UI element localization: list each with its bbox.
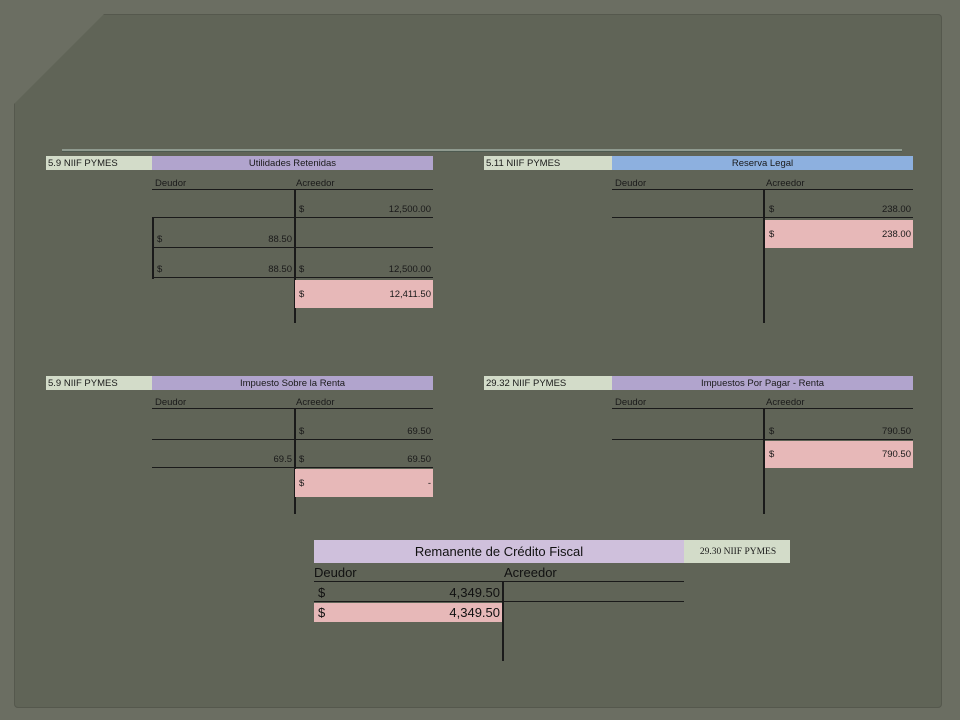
credit-total: $ 12,500.00 xyxy=(295,262,433,277)
credit-entry: $ 12,500.00 xyxy=(295,202,433,217)
amount: 12,500.00 xyxy=(388,264,431,275)
debit-entry: $ 4,349.50 xyxy=(314,584,502,601)
debit-header: Deudor xyxy=(314,565,357,580)
account-code: 5.11 NIIF PYMES xyxy=(484,156,612,170)
account-balance: $ - xyxy=(295,469,433,497)
slide-corner xyxy=(14,14,104,104)
amount: 238.00 xyxy=(881,228,911,240)
credit-total: $ 69.50 xyxy=(295,452,433,467)
currency-symbol: $ xyxy=(299,426,305,437)
t-account-divider xyxy=(502,581,504,661)
amount: 4,349.50 xyxy=(449,585,500,600)
currency-symbol: $ xyxy=(299,204,305,215)
account-balance: $ 790.50 xyxy=(765,441,913,468)
debit-total: $ 88.50 xyxy=(153,262,294,277)
amount: 88.50 xyxy=(268,234,292,245)
amount: 88.50 xyxy=(268,264,292,275)
currency-symbol: $ xyxy=(299,264,305,275)
account-balance: $ 4,349.50 xyxy=(314,603,502,622)
currency-symbol: $ xyxy=(318,585,326,600)
account-balance: $ 12,411.50 xyxy=(295,280,433,308)
amount: 69.50 xyxy=(407,426,431,437)
amount: 238.00 xyxy=(881,204,911,215)
credit-header: Acreedor xyxy=(504,565,557,580)
credit-entry: $ 790.50 xyxy=(765,424,913,439)
currency-symbol: $ xyxy=(769,449,775,460)
t-account-divider xyxy=(763,408,765,514)
account-code: 5.9 NIIF PYMES xyxy=(46,376,152,390)
title-divider xyxy=(62,149,902,152)
debit-header: Deudor xyxy=(615,396,647,408)
currency-symbol: $ xyxy=(299,454,305,465)
amount: 12,411.50 xyxy=(389,288,431,300)
currency-symbol: $ xyxy=(157,234,163,245)
account-balance: $ 238.00 xyxy=(765,220,913,248)
debit-header: Deudor xyxy=(155,177,187,189)
credit-header: Acreedor xyxy=(766,396,805,408)
currency-symbol: $ xyxy=(299,288,305,300)
amount: - xyxy=(427,477,431,489)
account-title: Impuesto Sobre la Renta xyxy=(152,376,433,390)
amount: 790.50 xyxy=(881,426,911,437)
amount: 12,500.00 xyxy=(388,204,431,215)
t-account-divider xyxy=(294,408,296,514)
currency-symbol: $ xyxy=(318,605,326,620)
currency-symbol: $ xyxy=(157,264,163,275)
amount: 4,349.50 xyxy=(449,605,500,620)
credit-entry: $ 238.00 xyxy=(765,202,913,217)
credit-header: Acreedor xyxy=(766,177,805,189)
amount: 790.50 xyxy=(881,449,911,460)
debit-entry: 69.5 xyxy=(273,454,293,465)
account-title: Reserva Legal xyxy=(612,156,913,170)
credit-entry: $ 69.50 xyxy=(295,424,433,439)
debit-header: Deudor xyxy=(155,396,187,408)
t-account-divider xyxy=(294,189,296,323)
account-title: Utilidades Retenidas xyxy=(152,156,433,170)
credit-header: Acreedor xyxy=(296,396,335,408)
account-code: 5.9 NIIF PYMES xyxy=(46,156,152,170)
currency-symbol: $ xyxy=(769,228,775,240)
currency-symbol: $ xyxy=(769,204,775,215)
currency-symbol: $ xyxy=(299,477,305,489)
t-account-divider xyxy=(763,189,765,323)
account-title: Impuestos Por Pagar - Renta xyxy=(612,376,913,390)
debit-entry: $ 88.50 xyxy=(153,232,294,247)
currency-symbol: $ xyxy=(769,426,775,437)
account-code: 29.30 NIIF PYMES xyxy=(684,540,790,563)
slide-frame xyxy=(14,14,942,708)
debit-header: Deudor xyxy=(615,177,647,189)
amount: 69.50 xyxy=(407,454,431,465)
credit-header: Acreedor xyxy=(296,177,335,189)
account-title: Remanente de Crédito Fiscal xyxy=(314,540,684,563)
account-code: 29.32 NIIF PYMES xyxy=(484,376,612,390)
